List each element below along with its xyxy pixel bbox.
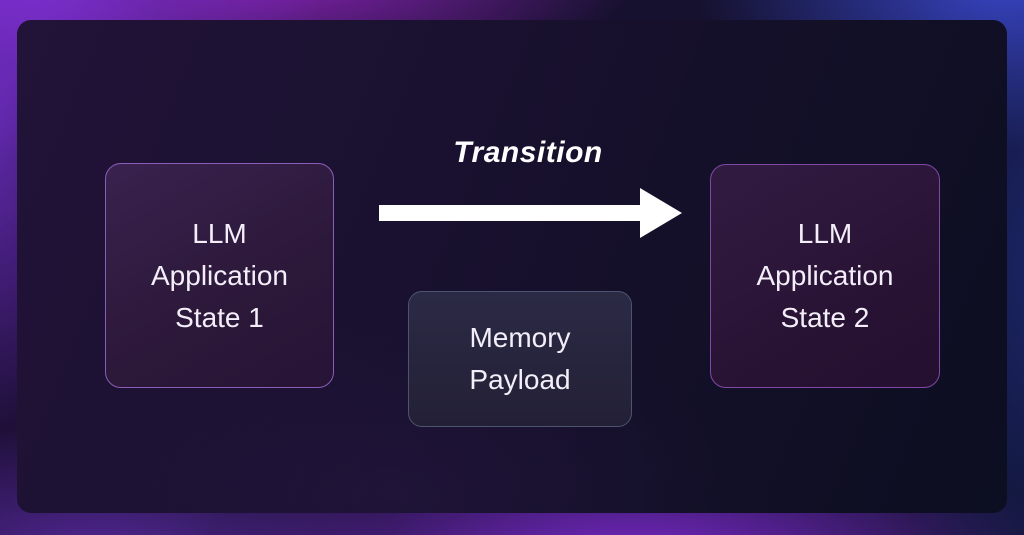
node-llm-application-state-1-label: LLM Application State 1 bbox=[151, 217, 288, 333]
transition-label: Transition bbox=[453, 136, 603, 169]
node-llm-application-state-2-label: LLM Application State 2 bbox=[756, 218, 894, 333]
arrow-shaft bbox=[379, 205, 645, 221]
diagram-panel: LLM Application State 1 Transition Memor… bbox=[17, 20, 1007, 513]
node-memory-payload-label: Memory Payload bbox=[469, 322, 571, 395]
arrow-head bbox=[640, 188, 682, 238]
node-llm-application-state-2: LLM Application State 2 bbox=[710, 164, 940, 388]
node-llm-application-state-1: LLM Application State 1 bbox=[105, 163, 334, 388]
node-memory-payload: Memory Payload bbox=[408, 291, 632, 427]
transition-arrow-icon bbox=[379, 188, 682, 238]
